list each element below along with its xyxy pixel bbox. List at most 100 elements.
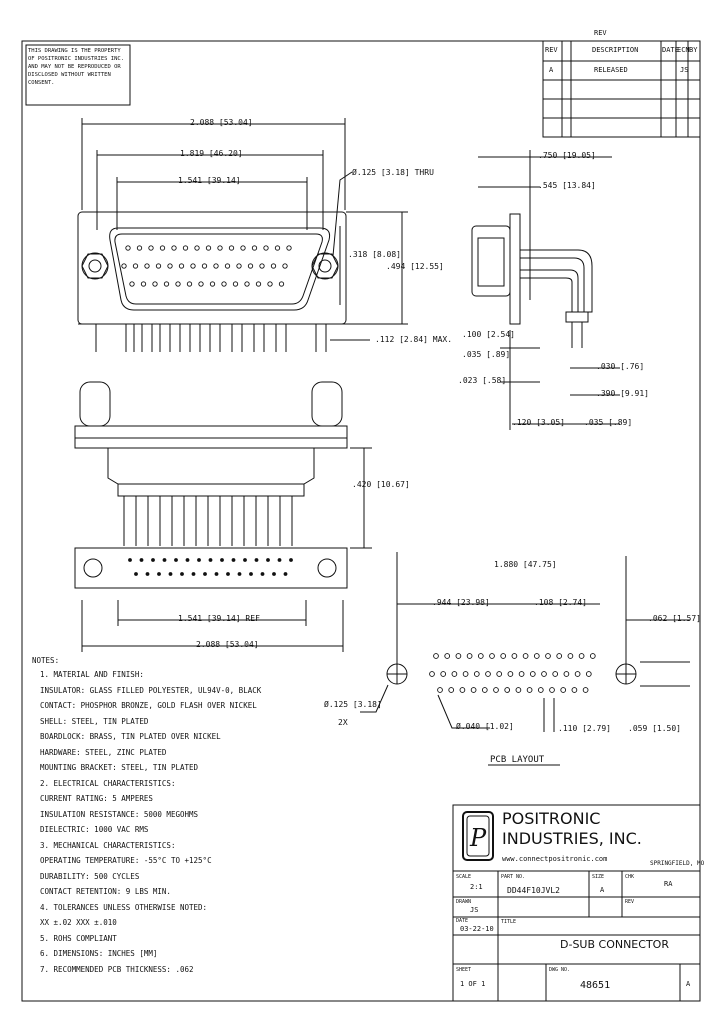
front-pin [259,263,265,269]
dim-overall: 2.088 [53.04] [190,118,253,127]
date-label: DATE [456,918,469,924]
scale-label: SCALE [456,874,472,880]
rear-pin-dot [214,572,219,576]
company-logo-mark: P [469,824,487,852]
front-pin [159,245,166,251]
pcb-hole [529,671,536,677]
pcb-layout [360,552,690,766]
part-number: DD44F10JVL2 [507,886,560,895]
front-pin [190,263,196,269]
rear-pin-dot [266,558,270,562]
dim-flange: .318 [8.08] [348,250,401,259]
front-pin [247,263,254,269]
pcb-hole [526,687,533,693]
rev-header-by: BY [689,46,698,54]
dim-pcb-left: .944 [23.98] [432,598,490,607]
pcb-hole [518,671,525,677]
dim-depth1: .750 [19.05] [538,151,596,160]
dim-side4: .030 [.76] [596,362,645,371]
rear-pin-dot [162,558,167,562]
pcb-hole [481,687,488,693]
front-pin-array [121,245,292,287]
pcb-hole [552,671,559,677]
note-line: 2. ELECTRICAL CHARACTERISTICS: [40,778,176,788]
pcb-hole [500,653,507,659]
pcb-hole [574,671,581,677]
front-pin [148,245,154,251]
scale-value: 2:1 [470,883,483,891]
pcb-hole [473,671,480,677]
company-name-line1: POSITRONIC [502,809,601,828]
pcb-hole [582,687,589,693]
pcb-hole [537,687,544,693]
drawn-label: DRAWN [456,899,472,905]
note-line: 5. ROHS COMPLIANT [40,933,117,943]
dim-side1: .100 [2.54] [462,330,515,339]
front-pin [171,245,177,251]
front-pin [236,263,242,269]
front-pin [144,263,150,269]
front-pin [209,281,216,287]
front-pin [213,263,219,269]
note-line: HARDWARE: STEEL, ZINC PLATED [40,747,167,757]
company-website: www.connectpositronic.com [502,855,608,863]
rear-pin-dot [145,572,150,576]
note-line: XX ±.02 XXX ±.010 [40,918,117,927]
front-pin [270,263,277,269]
front-pin [221,281,227,287]
front-pin [121,263,127,269]
dim-pcb-right1: .062 [1.57] [648,614,701,623]
pcb-hole [504,687,511,693]
sheet-label: SHEET [456,967,472,973]
rear-pin-dot [197,558,201,562]
sheet-value: 1 OF 1 [460,980,486,988]
side-view [471,150,620,430]
pcb-hole [563,671,570,677]
pcb-hole [466,653,473,659]
dim-mount: .112 [2.84] MAX. [375,335,453,344]
rear-pin-legs [123,496,293,546]
front-pin [163,281,170,287]
note-line: CONTACT: PHOSPHOR BRONZE, GOLD FLASH OVE… [40,701,257,710]
rear-pin-dot [289,558,293,562]
pcb-hole [462,671,469,677]
rear-pin-dot [249,572,253,576]
drawing-description: D-SUB CONNECTOR [560,938,669,951]
date-value: 03-22-10 [460,925,494,933]
pcb-hole [541,671,547,677]
dim-pcb-hole-note: 2X [338,718,348,727]
note-line: DURABILITY: 500 CYCLES [40,871,140,881]
front-pin [263,245,269,251]
front-pin [244,281,250,287]
pcb-hole [455,653,462,659]
rev-header-ecn: ECN [677,46,690,54]
front-pin [205,245,212,251]
front-pin [282,263,288,269]
pcb-hole-array [429,653,596,693]
pcb-hole [545,653,551,659]
front-pin [182,245,189,251]
part-label: PART NO. [501,874,526,880]
dim-pcb-pitch: .108 [2.74] [534,598,587,607]
pcb-hole [556,653,563,659]
front-pin [255,281,262,287]
rear-pin-dot [191,572,196,576]
note-line: SHELL: STEEL, TIN PLATED [40,716,149,726]
dim-pcb-hole: Ø.125 [3.18] [324,700,382,709]
note-line: DIELECTRIC: 1000 VAC RMS [40,825,149,834]
front-view [77,118,408,352]
pcb-hole [429,671,435,677]
company-location: SPRINGFIELD, MO [650,860,705,867]
rear-view [74,381,372,652]
pcb-hole [485,671,491,677]
rev-header-rev: REV [545,46,558,54]
dim-shell: 1.819 [46.20] [180,149,243,158]
pcb-hole [589,653,596,659]
dim-pcb-right2: .059 [1.50] [628,724,681,733]
front-pin [228,245,235,251]
note-line: OPERATING TEMPERATURE: -55°C TO +125°C [40,856,212,865]
front-pin [217,245,223,251]
pcb-hole [567,653,574,659]
dim-rear-height: .420 [10.67] [352,480,410,489]
